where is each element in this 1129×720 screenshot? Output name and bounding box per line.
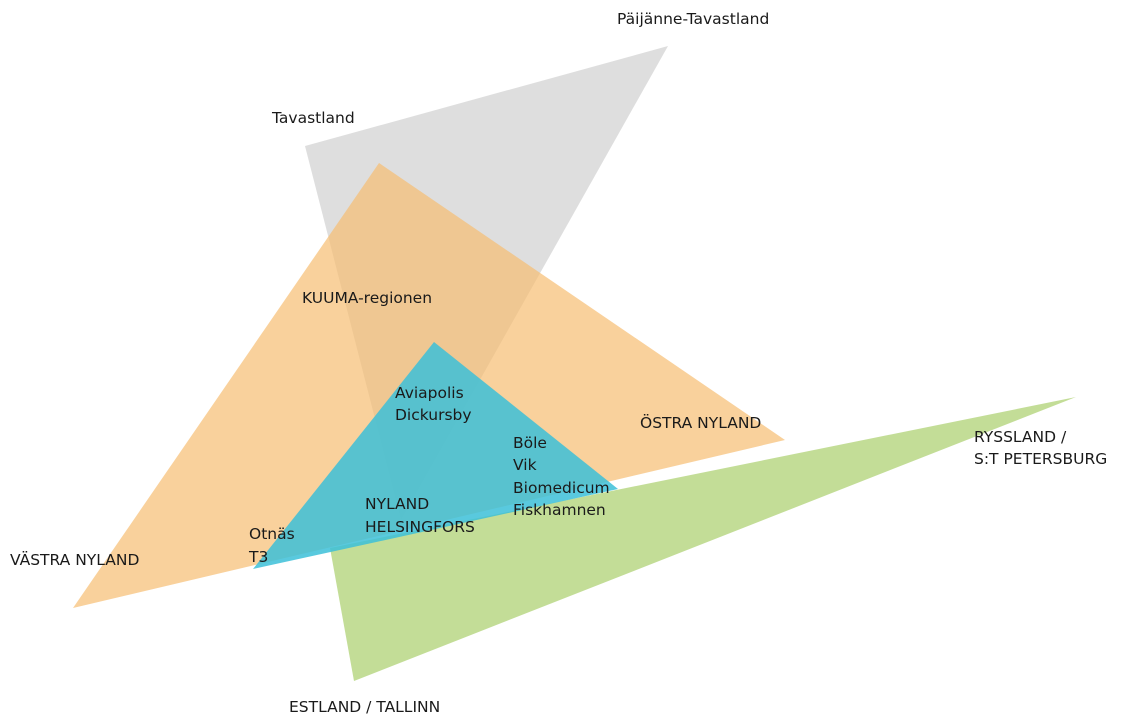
label-vastra-nyland: VÄSTRA NYLAND [10, 551, 140, 569]
label-ryssland: RYSSLAND / [974, 428, 1067, 446]
label-paijanne-tavastland: Päijänne-Tavastland [617, 10, 770, 28]
label-biomedicum: Biomedicum [513, 479, 610, 497]
label-st-petersburg: S:T PETERSBURG [974, 450, 1108, 468]
label-t3: T3 [249, 548, 269, 566]
label-fiskhamnen: Fiskhamnen [513, 501, 606, 519]
label-ostra-nyland: ÖSTRA NYLAND [640, 414, 762, 432]
label-aviapolis: Aviapolis [395, 384, 464, 402]
label-otnas: Otnäs [249, 525, 295, 543]
label-dickursby: Dickursby [395, 406, 472, 424]
label-kuuma-regionen: KUUMA-regionen [302, 289, 433, 307]
label-vik: Vik [513, 456, 537, 474]
russia-estonia-triangle [330, 397, 1076, 681]
label-tavastland: Tavastland [272, 109, 355, 127]
label-helsingfors: HELSINGFORS [365, 518, 475, 536]
label-estland-tallinn: ESTLAND / TALLINN [289, 698, 441, 716]
label-bole: Böle [513, 434, 547, 452]
helsinki-triangle [253, 342, 618, 569]
label-nyland: NYLAND [365, 495, 430, 513]
